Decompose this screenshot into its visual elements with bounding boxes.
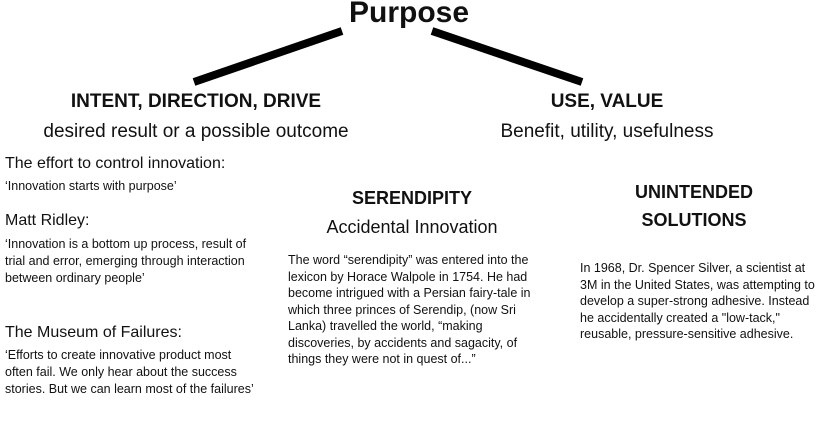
serendipity-subheading: Accidental Innovation <box>326 217 498 237</box>
serendipity-heading: SERENDIPITY <box>351 188 473 208</box>
control-innovation-quote: ‘Innovation starts with purpose’ <box>5 179 177 193</box>
matt-ridley-quote: ‘Innovation is a bottom up process, resu… <box>5 237 247 285</box>
museum-of-failures-title: The Museum of Failures: <box>5 324 182 341</box>
unintended-text: In 1968, Dr. Spencer Silver, a scientist… <box>580 261 815 341</box>
diagram-title: Purpose <box>348 0 470 29</box>
right-branch-heading: USE, VALUE <box>550 91 664 112</box>
left-branch-line <box>192 27 344 86</box>
right-branch-line <box>430 27 584 86</box>
matt-ridley-title: Matt Ridley: <box>5 212 90 229</box>
unintended-heading-line1: UNINTENDED <box>634 182 753 202</box>
control-innovation-title: The effort to control innovation: <box>5 155 226 172</box>
unintended-heading-line2: SOLUTIONS <box>641 210 747 230</box>
left-branch-subheading: desired result or a possible outcome <box>43 121 349 142</box>
right-branch-subheading: Benefit, utility, usefulness <box>500 121 714 142</box>
left-branch-heading: INTENT, DIRECTION, DRIVE <box>70 91 322 112</box>
serendipity-text: The word “serendipity” was entered into … <box>288 253 531 366</box>
museum-of-failures-quote: ‘Efforts to create innovative product mo… <box>5 348 254 396</box>
